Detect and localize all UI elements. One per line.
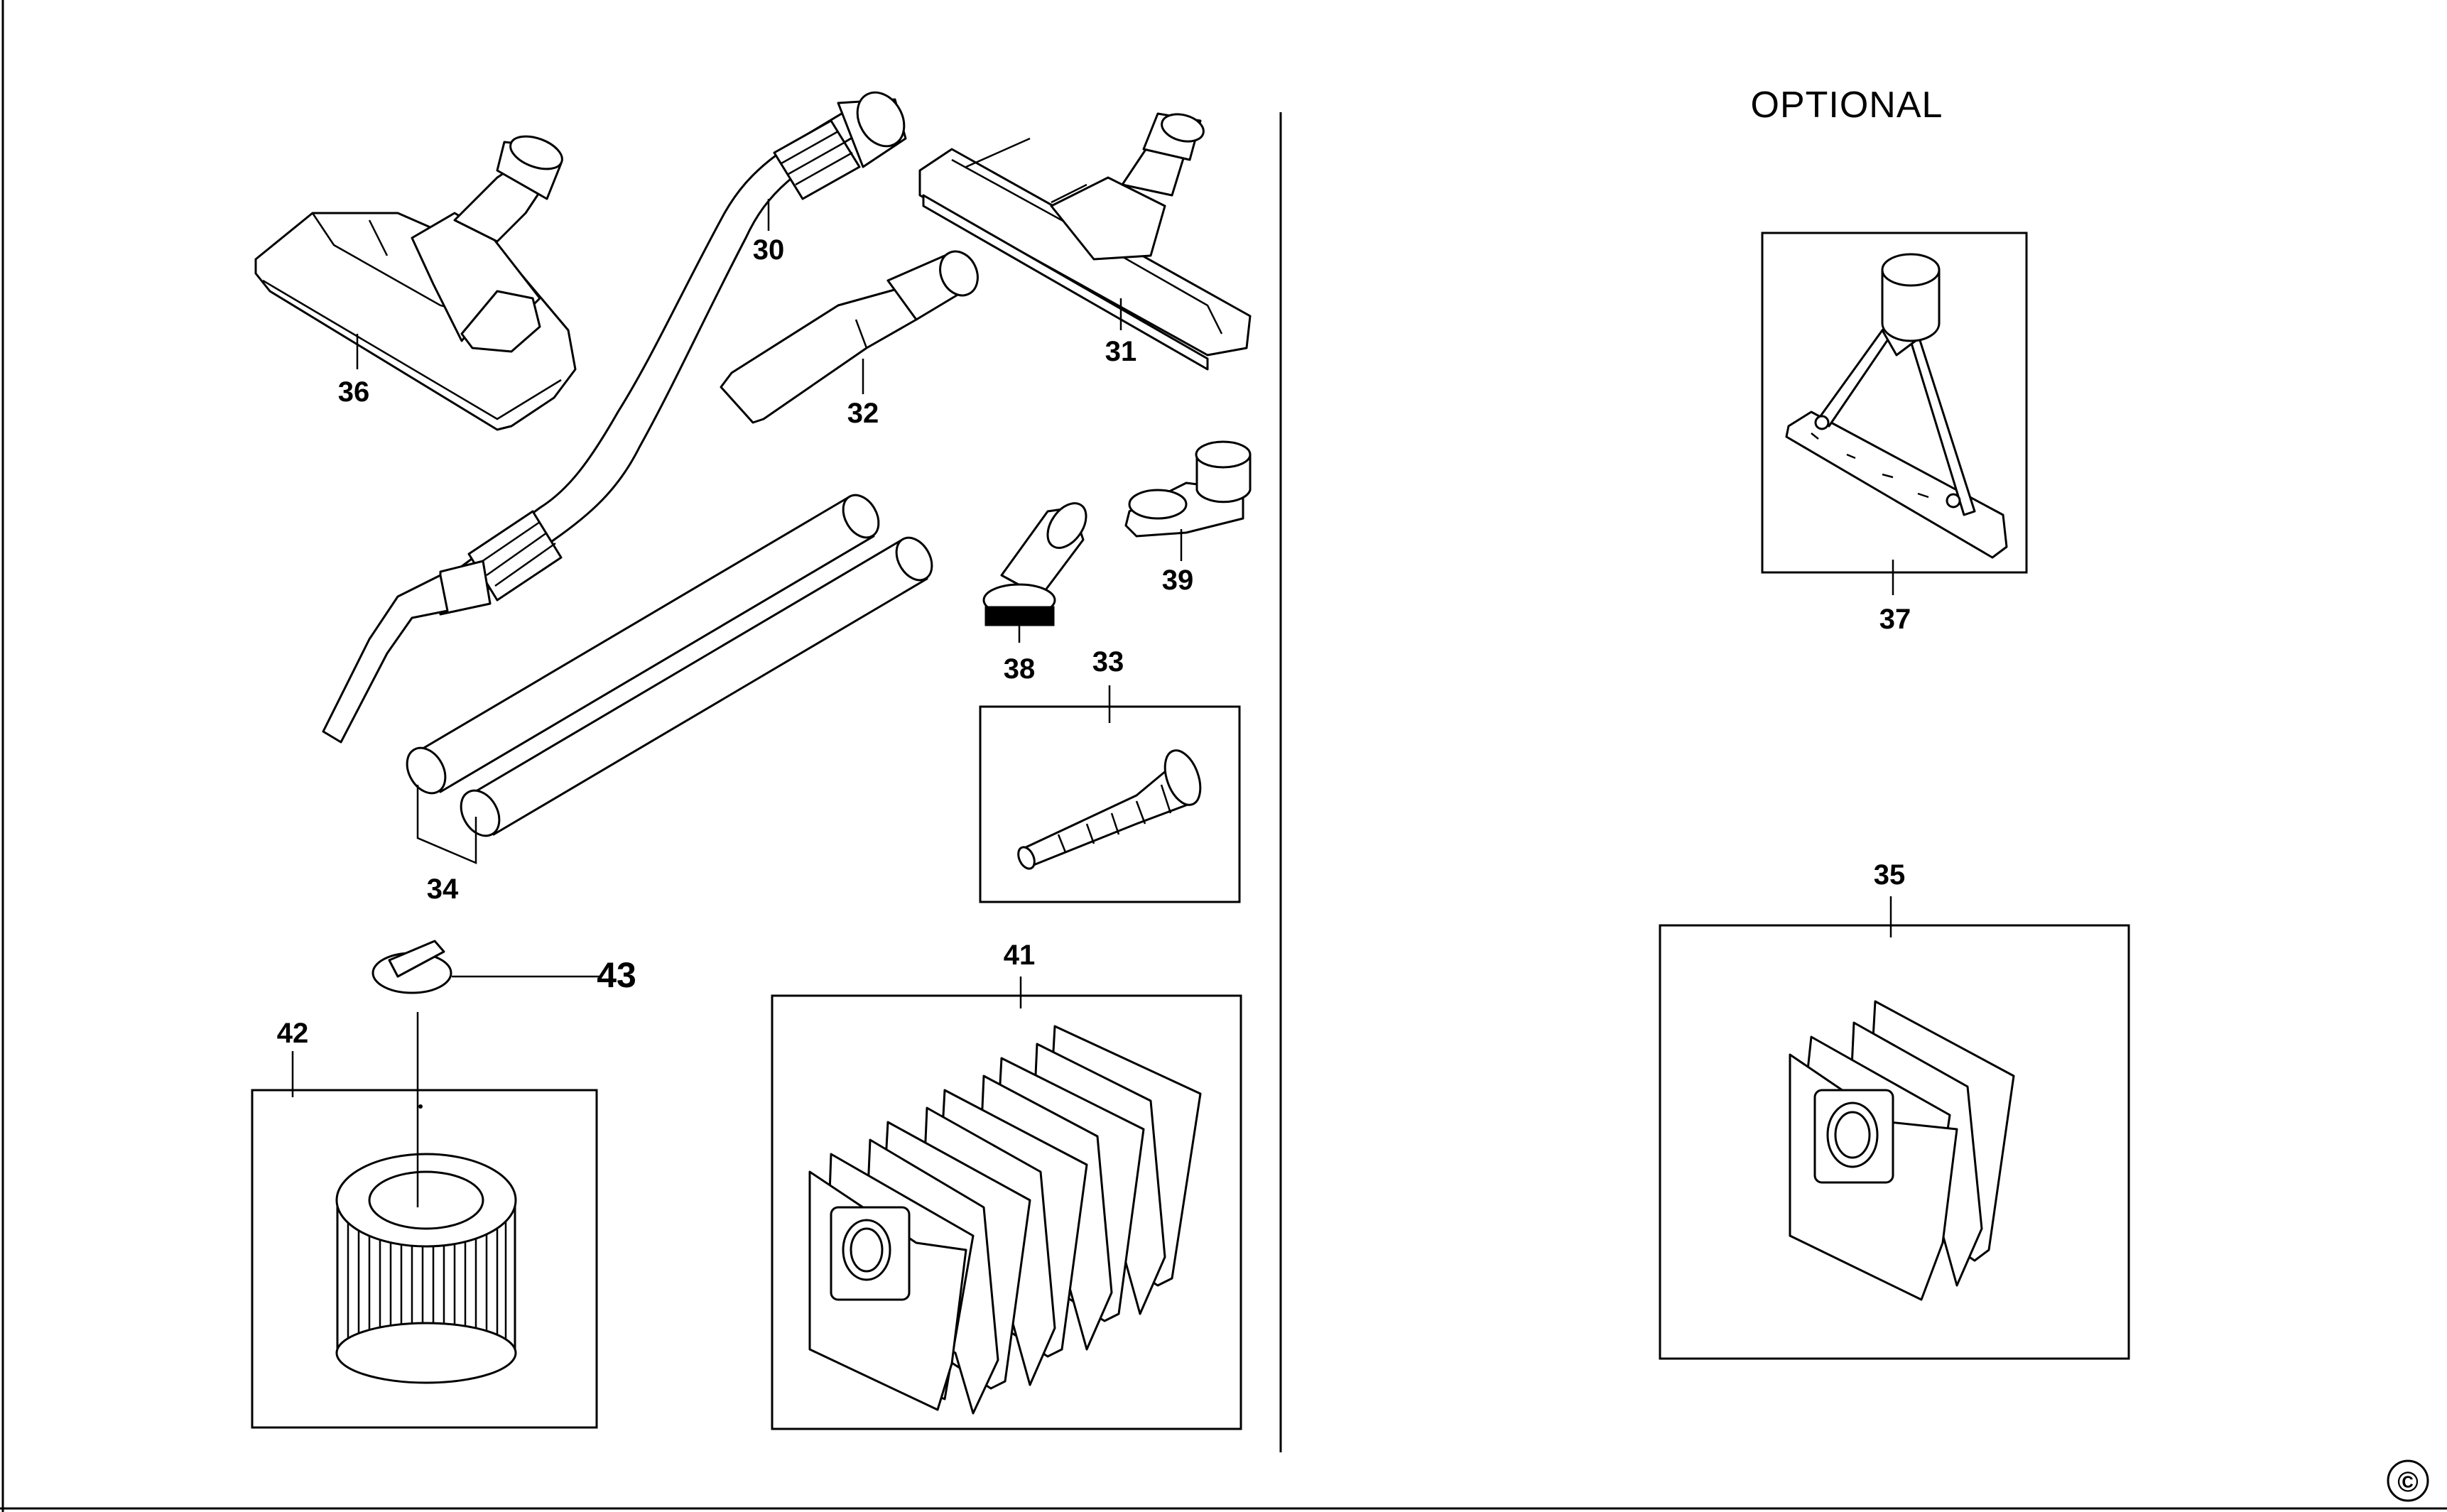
- label-37: 37: [1879, 604, 1911, 635]
- flex-hose-30: [322, 91, 907, 744]
- copyright-mark: ©: [2387, 1459, 2429, 1502]
- extension-tubes-34: [406, 494, 933, 837]
- label-39: 39: [1162, 565, 1194, 596]
- label-38: 38: [1004, 653, 1036, 685]
- optional-title: OPTIONAL: [1751, 85, 1943, 126]
- paper-bags-35: [1789, 1000, 2015, 1301]
- label-42: 42: [277, 1018, 309, 1049]
- floor-nozzle-36: [254, 135, 577, 431]
- label-34: 34: [427, 874, 459, 905]
- leader-34: [416, 785, 477, 864]
- label-31: 31: [1105, 336, 1137, 367]
- box-33: [979, 705, 1241, 903]
- wet-squeegee-37: [1785, 253, 2008, 559]
- label-43: 43: [597, 955, 636, 995]
- box-42: [251, 1089, 598, 1429]
- box-41: [771, 994, 1242, 1430]
- crevice-tool-32: [720, 250, 979, 424]
- copyright-symbol: ©: [2397, 1467, 2418, 1498]
- paper-bags-41: [808, 1025, 1202, 1415]
- floor-tool-31: [918, 112, 1252, 371]
- label-33: 33: [1092, 646, 1124, 678]
- label-35: 35: [1874, 859, 1906, 891]
- adaptor-39: [1124, 440, 1252, 538]
- stepped-adaptor-33: [1017, 749, 1202, 870]
- label-30: 30: [753, 234, 785, 266]
- dusting-brush-38: [982, 502, 1087, 626]
- box-35: [1659, 924, 2130, 1360]
- filter-nut-43: [371, 940, 452, 994]
- box-37: [1761, 232, 2028, 574]
- label-36: 36: [338, 376, 370, 408]
- label-32: 32: [847, 398, 879, 429]
- cartridge-filter-42: [335, 1153, 517, 1384]
- label-41: 41: [1004, 940, 1036, 971]
